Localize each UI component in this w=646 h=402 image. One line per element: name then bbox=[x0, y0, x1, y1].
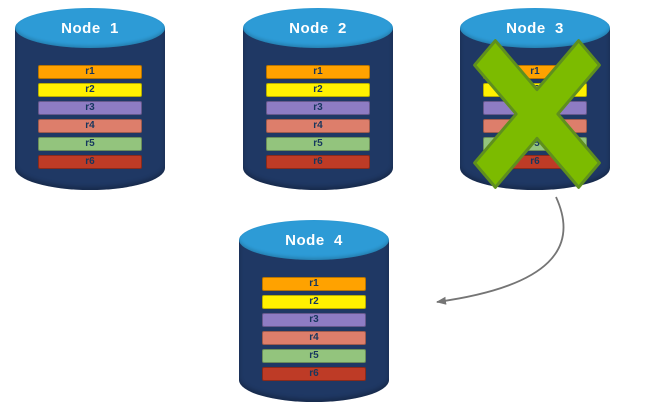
replica-row-label: r1 bbox=[313, 66, 323, 77]
node-4-cylinder: Node 4 r1 r2 r3 r4 r5 r6 bbox=[239, 220, 389, 402]
replica-row-label: r4 bbox=[85, 120, 95, 131]
node-3-label: Node 3 bbox=[506, 19, 564, 37]
replica-row: r4 bbox=[38, 119, 142, 133]
replica-row-label: r1 bbox=[309, 278, 319, 289]
node-3-cylinder: Node 3 r1 r2 r3 r4 r5 r6 bbox=[460, 8, 610, 190]
replica-row-label: r2 bbox=[309, 296, 319, 307]
replica-row: r1 bbox=[483, 65, 587, 79]
failover-arrow-path bbox=[436, 196, 565, 305]
replica-row: r2 bbox=[38, 83, 142, 97]
replica-row: r4 bbox=[266, 119, 370, 133]
replica-row: r3 bbox=[262, 313, 366, 327]
replica-row: r2 bbox=[483, 83, 587, 97]
replica-row: r2 bbox=[262, 295, 366, 309]
replica-row: r1 bbox=[266, 65, 370, 79]
replica-row-label: r3 bbox=[309, 314, 319, 325]
node-1-cylinder-top: Node 1 bbox=[15, 8, 165, 48]
replica-row-label: r1 bbox=[85, 66, 95, 77]
node-4-cylinder-top: Node 4 bbox=[239, 220, 389, 260]
replica-row: r6 bbox=[262, 367, 366, 381]
replica-row-label: r3 bbox=[85, 102, 95, 113]
replica-row-label: r4 bbox=[530, 120, 540, 131]
replica-row: r6 bbox=[483, 155, 587, 169]
replica-row-label: r5 bbox=[85, 138, 95, 149]
replica-row: r3 bbox=[483, 101, 587, 115]
node-1-replica-list: r1 r2 r3 r4 r5 r6 bbox=[38, 65, 142, 169]
node-1-cylinder: Node 1 r1 r2 r3 r4 r5 r6 bbox=[15, 8, 165, 190]
replica-row: r3 bbox=[38, 101, 142, 115]
node-4-replica-list: r1 r2 r3 r4 r5 r6 bbox=[262, 277, 366, 381]
replica-row-label: r6 bbox=[309, 368, 319, 379]
replica-row-label: r3 bbox=[313, 102, 323, 113]
node-4-label: Node 4 bbox=[285, 231, 343, 249]
replica-row-label: r6 bbox=[313, 156, 323, 167]
replica-row-label: r4 bbox=[313, 120, 323, 131]
node-3-replica-list: r1 r2 r3 r4 r5 r6 bbox=[483, 65, 587, 169]
replica-row: r6 bbox=[266, 155, 370, 169]
replica-row: r4 bbox=[483, 119, 587, 133]
replica-row: r5 bbox=[266, 137, 370, 151]
node-1-label: Node 1 bbox=[61, 19, 119, 37]
replica-row: r3 bbox=[266, 101, 370, 115]
replica-row: r6 bbox=[38, 155, 142, 169]
node-2-cylinder-top: Node 2 bbox=[243, 8, 393, 48]
replica-row-label: r2 bbox=[530, 84, 540, 95]
replica-row: r5 bbox=[262, 349, 366, 363]
replica-row: r4 bbox=[262, 331, 366, 345]
replica-row-label: r5 bbox=[309, 350, 319, 361]
replica-row-label: r6 bbox=[85, 156, 95, 167]
replica-row-label: r5 bbox=[313, 138, 323, 149]
replica-row-label: r2 bbox=[313, 84, 323, 95]
replica-row-label: r2 bbox=[85, 84, 95, 95]
node-2-cylinder: Node 2 r1 r2 r3 r4 r5 r6 bbox=[243, 8, 393, 190]
replica-row-label: r1 bbox=[530, 66, 540, 77]
node-2-label: Node 2 bbox=[289, 19, 347, 37]
node-2-replica-list: r1 r2 r3 r4 r5 r6 bbox=[266, 65, 370, 169]
replica-row-label: r6 bbox=[530, 156, 540, 167]
replica-row-label: r4 bbox=[309, 332, 319, 343]
node-3-cylinder-top: Node 3 bbox=[460, 8, 610, 48]
replica-row: r1 bbox=[262, 277, 366, 291]
replica-row: r2 bbox=[266, 83, 370, 97]
replica-row: r5 bbox=[38, 137, 142, 151]
replica-row: r5 bbox=[483, 137, 587, 151]
replica-row: r1 bbox=[38, 65, 142, 79]
replica-row-label: r3 bbox=[530, 102, 540, 113]
replica-row-label: r5 bbox=[530, 138, 540, 149]
